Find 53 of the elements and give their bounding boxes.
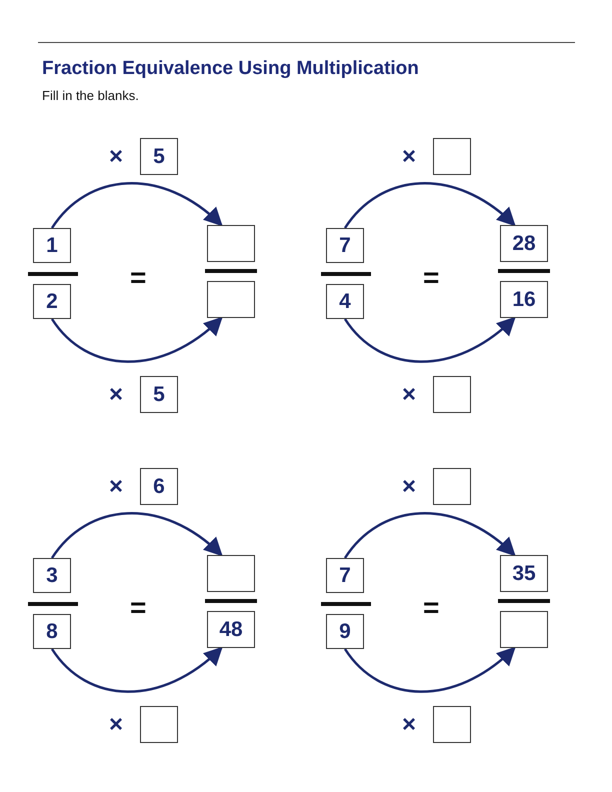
- answer-box: [207, 225, 255, 262]
- number-box: [33, 228, 71, 263]
- number: 1: [46, 234, 58, 258]
- equals-sign: =: [130, 262, 146, 294]
- number: 5: [153, 144, 165, 168]
- number-box: [207, 611, 255, 648]
- multiply-sign: ×: [109, 710, 124, 738]
- number: 7: [339, 234, 351, 258]
- answer-box: [207, 281, 255, 318]
- number-box: [33, 558, 71, 593]
- number-box: [500, 555, 548, 592]
- multiply-sign: ×: [402, 142, 416, 170]
- number: 4: [339, 290, 351, 314]
- number: 48: [219, 618, 243, 642]
- number: 35: [512, 562, 536, 586]
- number-box: [33, 614, 71, 649]
- number: 8: [46, 620, 58, 644]
- curved-arrow: [51, 182, 223, 229]
- number-box: [500, 281, 548, 318]
- number: 7: [339, 564, 351, 588]
- curved-arrow: [51, 646, 223, 693]
- number: 5: [153, 382, 165, 406]
- equals-sign: =: [423, 592, 440, 624]
- number: 16: [512, 288, 536, 312]
- curved-arrow: [51, 512, 223, 559]
- curved-arrow: [344, 512, 516, 559]
- multiply-sign: ×: [109, 380, 124, 408]
- equals-sign: =: [130, 592, 146, 624]
- multiply-sign: ×: [402, 710, 416, 738]
- equals-sign: =: [423, 262, 440, 294]
- number-box: [33, 284, 71, 319]
- multiply-sign: ×: [109, 472, 124, 500]
- number: 9: [339, 620, 351, 644]
- multiply-sign: ×: [402, 380, 416, 408]
- worksheet-title: Fraction Equivalence Using Multiplication: [42, 58, 419, 80]
- number: 28: [512, 232, 536, 256]
- answer-box: [207, 555, 255, 592]
- number-box: [326, 284, 364, 319]
- number: 6: [153, 474, 165, 498]
- number: 3: [46, 564, 58, 588]
- number: 2: [46, 290, 58, 314]
- curved-arrow: [344, 316, 516, 363]
- number-box: [500, 225, 548, 262]
- curved-arrow: [51, 316, 223, 363]
- curved-arrow: [344, 182, 516, 229]
- curved-arrow: [344, 646, 516, 693]
- instructions: Fill in the blanks.: [42, 88, 139, 103]
- multiply-sign: ×: [109, 142, 124, 170]
- answer-box: [500, 611, 548, 648]
- number-box: [326, 228, 364, 263]
- multiply-sign: ×: [402, 472, 416, 500]
- number-box: [326, 558, 364, 593]
- number-box: [326, 614, 364, 649]
